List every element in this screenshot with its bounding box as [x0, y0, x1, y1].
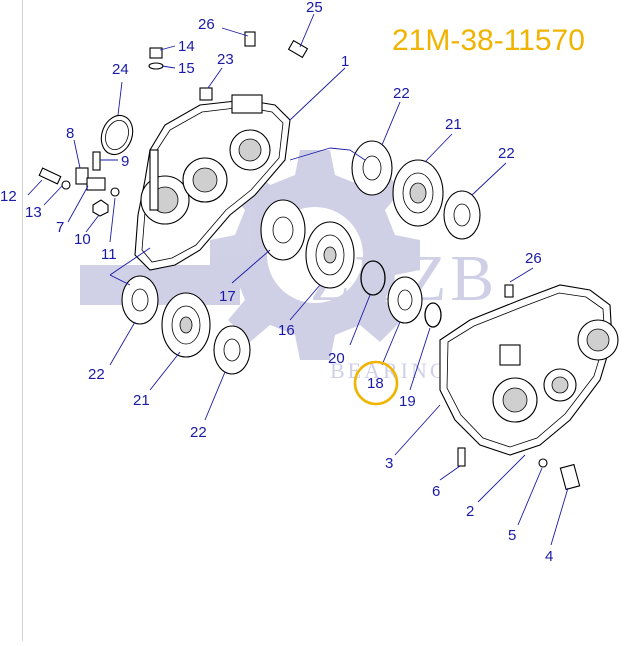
fittings-top	[100, 31, 309, 156]
callout-12: 12	[0, 188, 17, 205]
callout-8: 8	[66, 125, 74, 142]
gear-21-lower	[161, 292, 211, 358]
page-border	[22, 0, 23, 641]
fittings-left	[38, 151, 120, 217]
gear-16	[305, 221, 355, 289]
bearing-22-upper	[351, 140, 393, 196]
bearing-22-lower	[213, 325, 251, 375]
part-number: 21M-38-11570	[392, 24, 585, 57]
callout-22-top: 22	[393, 85, 410, 102]
snap-ring-19	[424, 302, 442, 328]
callout-16: 16	[278, 322, 295, 339]
callout-labels: 25 26 14 15 23 24 1 8 9 12 13 7 10 11 22…	[0, 0, 553, 565]
callout-21-lower: 21	[133, 392, 150, 409]
callout-10: 10	[74, 231, 91, 248]
callout-21-top: 21	[445, 116, 462, 133]
callout-26-right: 26	[525, 250, 542, 267]
callout-1: 1	[341, 53, 349, 70]
callout-11: 11	[101, 246, 117, 263]
callout-25: 25	[306, 0, 323, 16]
callout-5: 5	[508, 527, 516, 544]
bearing-22-upper-right	[443, 190, 481, 240]
snap-ring-20	[360, 260, 386, 296]
callout-15: 15	[178, 60, 195, 77]
gear-21-upper	[392, 159, 444, 227]
callout-17: 17	[219, 288, 236, 305]
callout-22-lower: 22	[190, 424, 207, 441]
callout-23: 23	[217, 51, 234, 68]
callout-6: 6	[432, 483, 440, 500]
callout-7: 7	[56, 219, 64, 236]
bearing-17	[260, 199, 306, 261]
callout-26-top: 26	[198, 16, 215, 33]
callout-19: 19	[399, 393, 416, 410]
callout-20: 20	[328, 350, 345, 367]
highlight-circle	[353, 360, 399, 406]
gear-case-cover	[439, 284, 619, 456]
callout-2: 2	[466, 503, 474, 520]
callout-24: 24	[112, 61, 129, 78]
gear-case-upper	[134, 94, 291, 271]
callout-13: 13	[25, 204, 42, 221]
callout-22-right: 22	[498, 145, 515, 162]
callout-3: 3	[385, 455, 393, 472]
callout-4: 4	[545, 548, 553, 565]
bearing-18	[387, 276, 423, 324]
callout-9: 9	[121, 153, 129, 170]
callout-22-left: 22	[88, 366, 105, 383]
callout-18: 18	[367, 375, 384, 392]
fasteners-bottom	[457, 447, 581, 491]
leader-lines	[27, 13, 569, 546]
bearing-22-lower-left	[121, 275, 159, 325]
callout-14: 14	[178, 38, 195, 55]
